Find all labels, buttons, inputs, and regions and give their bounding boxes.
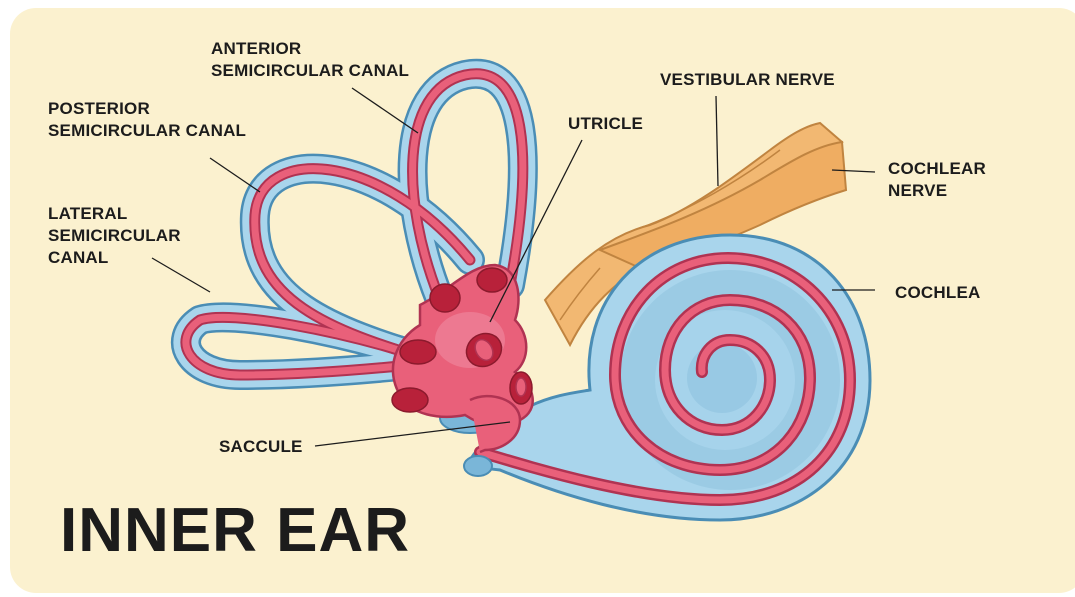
- label-utricle: UTRICLE: [568, 113, 643, 135]
- label-cochlear-nerve: COCHLEAR NERVE: [888, 158, 986, 202]
- label-saccule: SACCULE: [219, 436, 303, 458]
- label-line: SEMICIRCULAR: [48, 225, 181, 247]
- label-line: COCHLEAR: [888, 158, 986, 180]
- label-line: POSTERIOR: [48, 98, 246, 120]
- label-line: SEMICIRCULAR CANAL: [48, 120, 246, 142]
- diagram-title: INNER EAR: [60, 496, 410, 566]
- label-anterior-semicircular-canal: ANTERIOR SEMICIRCULAR CANAL: [211, 38, 409, 82]
- label-line: SEMICIRCULAR CANAL: [211, 60, 409, 82]
- label-lateral-semicircular-canal: LATERAL SEMICIRCULAR CANAL: [48, 203, 181, 269]
- label-line: LATERAL: [48, 203, 181, 225]
- label-cochlea: COCHLEA: [895, 282, 980, 304]
- label-line: NERVE: [888, 180, 986, 202]
- label-line: ANTERIOR: [211, 38, 409, 60]
- label-vestibular-nerve: VESTIBULAR NERVE: [660, 69, 835, 91]
- label-posterior-semicircular-canal: POSTERIOR SEMICIRCULAR CANAL: [48, 98, 246, 142]
- label-line: CANAL: [48, 247, 181, 269]
